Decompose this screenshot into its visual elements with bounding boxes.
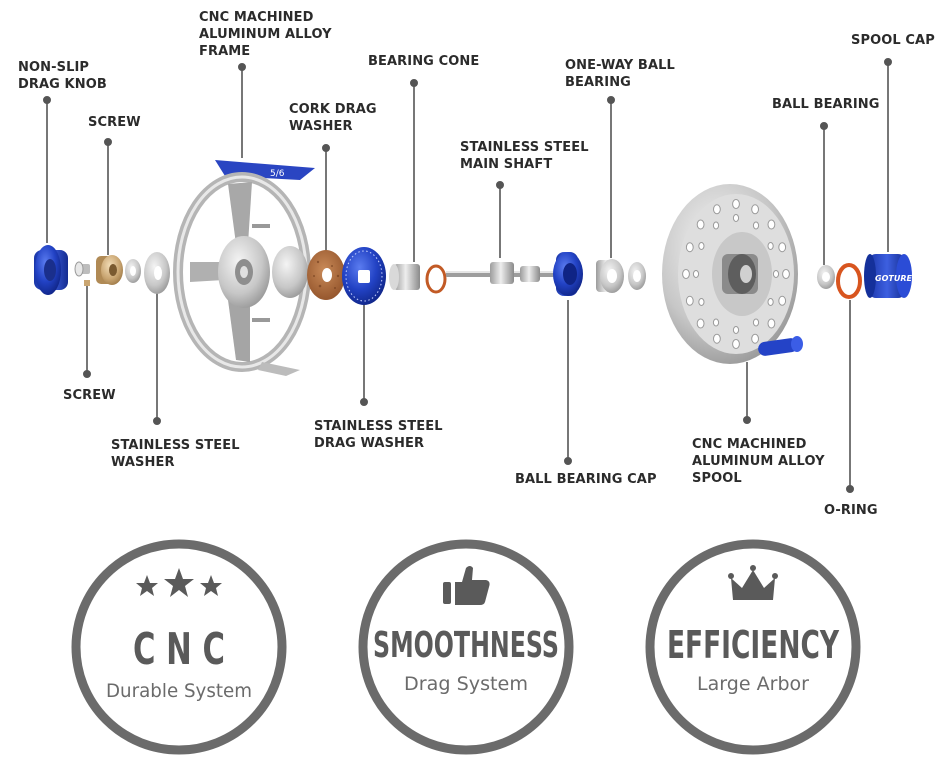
spool-hole xyxy=(713,204,721,215)
badge-efficiency-subtitle: Large Arbor xyxy=(697,673,809,695)
spool-hole xyxy=(778,295,787,306)
spool-hole xyxy=(732,199,740,209)
spool-hole xyxy=(782,269,790,279)
spool-hole xyxy=(692,270,700,278)
thumbs-up-icon xyxy=(443,566,490,605)
ball-bearing-cap-part xyxy=(553,252,583,296)
spool-hole xyxy=(767,298,774,306)
crown-icon xyxy=(728,565,778,600)
spool-hole xyxy=(778,242,787,253)
spool-hole xyxy=(751,204,759,215)
label-frame: CNC MACHINED ALUMINUM ALLOY FRAME xyxy=(199,10,332,59)
screw-part xyxy=(74,261,90,286)
badge-smoothness: SMOOTHNESS Drag System xyxy=(358,539,574,755)
label-ball-bearing-cap: BALL BEARING CAP xyxy=(515,472,657,487)
spool-hole xyxy=(696,318,705,329)
label-spool-cap: SPOOL CAP xyxy=(851,33,935,48)
label-o-ring: O-RING xyxy=(824,503,878,518)
spool-hole xyxy=(732,326,740,334)
label-ball-bearing: BALL BEARING xyxy=(772,97,880,112)
label-screw-bottom: SCREW xyxy=(63,388,116,403)
label-cork-drag-washer: CORK DRAG WASHER xyxy=(289,102,377,134)
cork-washer-part xyxy=(307,250,345,300)
spool-hole xyxy=(772,270,780,278)
spool-hole xyxy=(713,333,721,344)
spool-hole xyxy=(712,221,720,230)
badge-smoothness-subtitle: Drag System xyxy=(404,673,528,695)
frame-part: 5/6 xyxy=(173,160,315,376)
label-spool: CNC MACHINED ALUMINUM ALLOY SPOOL xyxy=(692,437,825,486)
label-one-way-bearing: ONE-WAY BALL BEARING xyxy=(565,58,675,90)
leader-lines xyxy=(42,57,892,493)
one-way-bearing-part xyxy=(596,259,646,293)
spool-hole xyxy=(752,318,760,327)
spool-hole xyxy=(767,219,776,230)
spool-hole xyxy=(712,318,720,327)
label-main-shaft: STAINLESS STEEL MAIN SHAFT xyxy=(460,140,589,172)
label-steel-washer: STAINLESS STEEL WASHER xyxy=(111,438,240,470)
spool-hole xyxy=(698,298,705,306)
spool-part xyxy=(662,184,803,364)
steel-washer-part xyxy=(144,252,170,294)
frame-size-text: 5/6 xyxy=(270,169,285,179)
spool-hole xyxy=(767,318,776,329)
badge-efficiency-title: EFFICIENCY xyxy=(667,623,839,667)
spool-hole xyxy=(767,242,774,250)
spool-hole xyxy=(696,219,705,230)
steel-drag-washer-part xyxy=(342,247,386,305)
main-shaft-part xyxy=(446,262,556,284)
spool-hole xyxy=(698,242,705,250)
badge-efficiency: EFFICIENCY Large Arbor xyxy=(645,539,861,755)
badge-cnc: C N C Durable System xyxy=(71,539,287,755)
o-ring-part xyxy=(836,263,862,299)
spool-cap-part: GOTURE xyxy=(864,254,912,298)
brass-bushing-part xyxy=(96,255,123,285)
badge-cnc-subtitle: Durable System xyxy=(106,680,252,702)
spool-hole xyxy=(682,269,690,279)
spool-hole xyxy=(685,295,694,306)
label-screw-top: SCREW xyxy=(88,115,141,130)
label-bearing-cone: BEARING CONE xyxy=(368,54,480,69)
spool-hole xyxy=(752,221,760,230)
spool-hole xyxy=(732,339,740,349)
label-non-slip-drag-knob: NON-SLIP DRAG KNOB xyxy=(18,60,107,92)
spool-hole xyxy=(685,242,694,253)
bearing-cone-part xyxy=(389,264,447,294)
ball-bearing-part xyxy=(817,265,835,289)
three-stars-icon xyxy=(136,568,222,597)
drag-knob-part xyxy=(34,245,68,295)
badge-smoothness-title: SMOOTHNESS xyxy=(373,625,559,666)
brand-text: GOTURE xyxy=(875,274,912,283)
badge-cnc-title: C N C xyxy=(133,624,225,675)
spool-hole xyxy=(751,333,759,344)
spool-hole xyxy=(732,214,740,222)
label-steel-drag-washer: STAINLESS STEEL DRAG WASHER xyxy=(314,419,443,451)
